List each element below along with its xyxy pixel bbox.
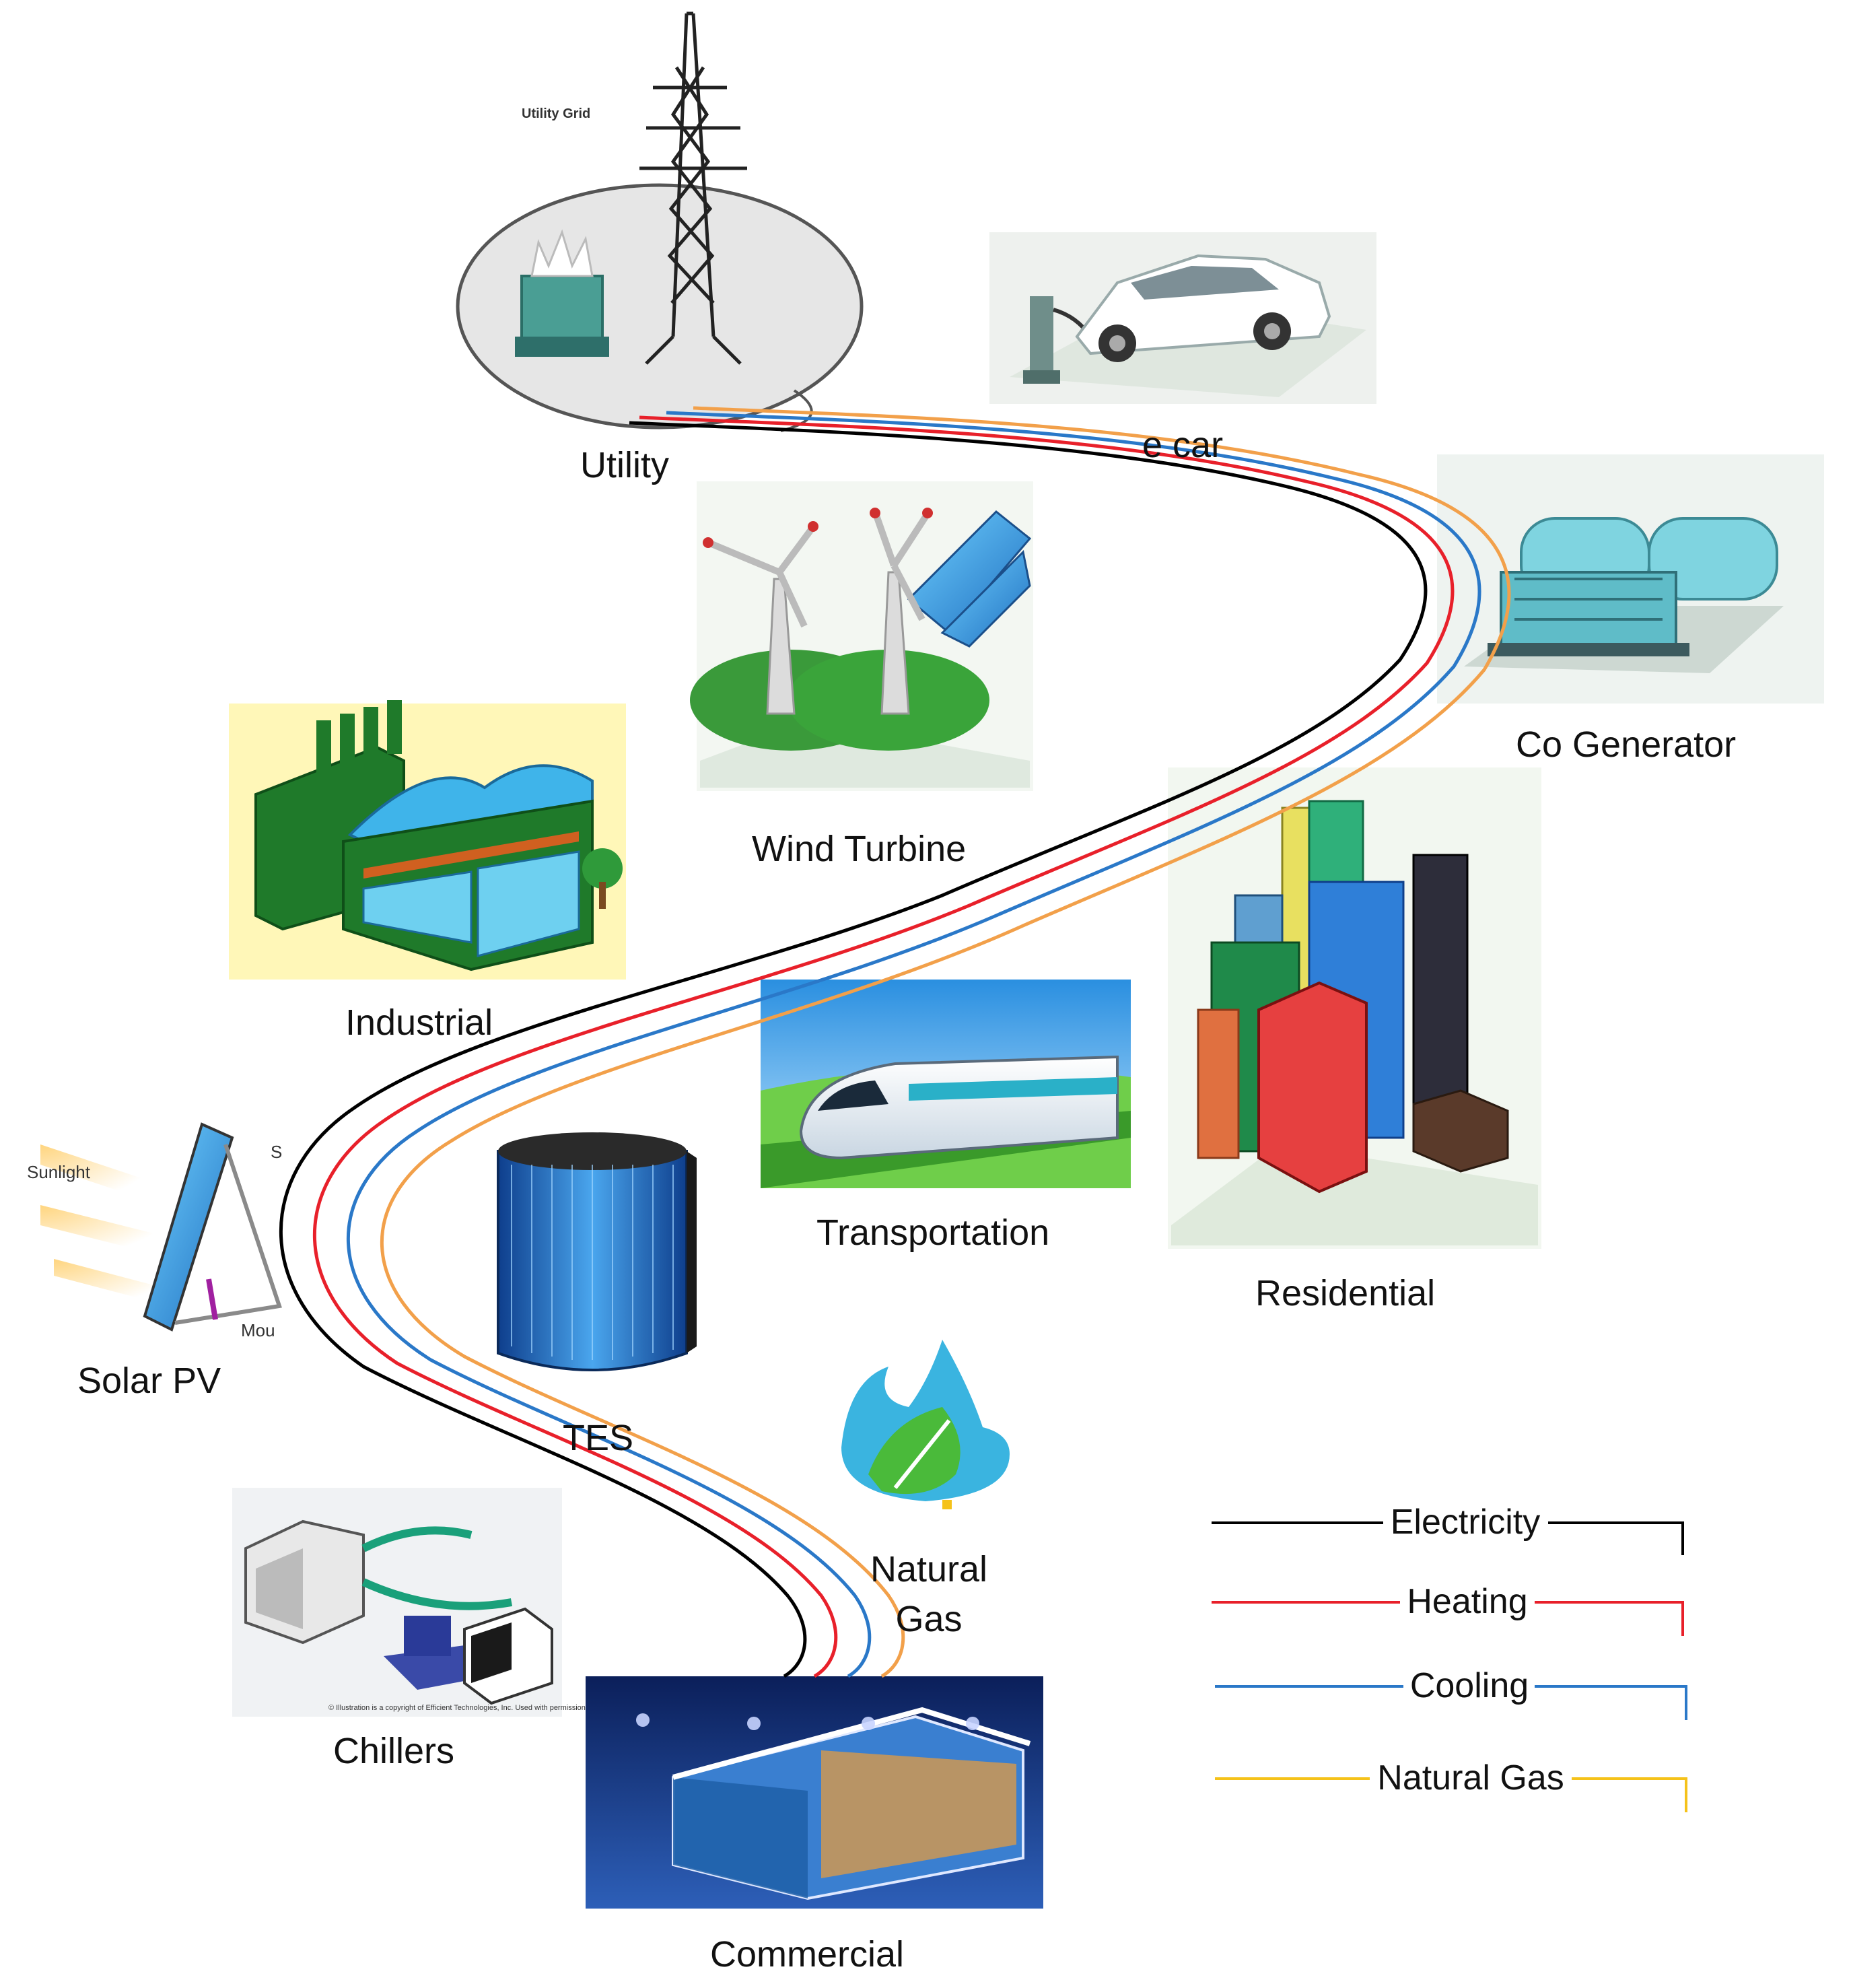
utility-label: Utility xyxy=(580,445,669,485)
transformer-icon xyxy=(515,229,609,357)
utility-grid-illustration: Utility Grid xyxy=(456,11,864,432)
cogenerator-label: Co Generator xyxy=(1516,724,1737,765)
buildings-icon xyxy=(1197,800,1509,1194)
natural-gas-label-line2: Gas xyxy=(895,1599,963,1639)
chillers-illustration: © Illustration is a copyright of Efficie… xyxy=(232,1488,588,1717)
commercial-label: Commercial xyxy=(710,1934,905,1975)
legend-natural-gas-label: Natural Gas xyxy=(1377,1758,1564,1797)
industrial-illustration xyxy=(229,700,626,980)
generator-icon xyxy=(1488,517,1778,656)
ecar-label: e car xyxy=(1142,425,1224,465)
factory-icon xyxy=(254,700,623,971)
ecar-illustration xyxy=(989,232,1376,404)
solar-panel-icon xyxy=(143,1122,282,1332)
natural-gas-illustration xyxy=(841,1340,1010,1509)
solar-pv-label: Solar PV xyxy=(77,1361,221,1401)
cooling-line xyxy=(346,411,1481,1678)
sunlight-tag: Sunlight xyxy=(27,1162,91,1182)
flame-leaf-icon xyxy=(841,1340,1010,1509)
chiller-copyright: © Illustration is a copyright of Efficie… xyxy=(328,1704,588,1712)
electric-car-icon xyxy=(1075,254,1331,362)
chillers-label: Chillers xyxy=(333,1731,455,1771)
transportation-label: Transportation xyxy=(816,1212,1050,1253)
wind-turbine-illustration xyxy=(690,481,1033,791)
natural-gas-label: Natural Gas xyxy=(855,1548,1003,1640)
natural-gas-label-line1: Natural xyxy=(870,1549,988,1589)
residential-illustration xyxy=(1168,767,1541,1249)
commercial-illustration xyxy=(586,1676,1043,1909)
legend-natural-gas: Natural Gas xyxy=(1215,1758,1687,1812)
solar-array-icon xyxy=(907,510,1032,648)
office-building-icon xyxy=(672,1707,1031,1900)
legend-electricity-label: Electricity xyxy=(1391,1503,1540,1542)
legend-heating: Heating xyxy=(1212,1582,1684,1636)
legend-cooling-label: Cooling xyxy=(1410,1666,1529,1705)
cogenerator-illustration xyxy=(1437,454,1824,704)
solar-pv-illustration: Sunlight S Mou xyxy=(27,1111,289,1340)
tes-label: TES xyxy=(563,1418,634,1458)
electricity-line xyxy=(279,421,1428,1678)
turbine-icon xyxy=(703,508,933,715)
natural-gas-line xyxy=(380,406,1511,1678)
wind-turbine-label: Wind Turbine xyxy=(752,829,967,869)
chiller-unit-icon xyxy=(244,1519,553,1705)
legend: Electricity Heating Cooling Natural Gas xyxy=(1212,1503,1687,1812)
train-icon xyxy=(799,1055,1119,1160)
tes-illustration xyxy=(488,1131,700,1380)
solar-s-tag: S xyxy=(271,1142,282,1162)
charging-station-icon xyxy=(1023,296,1092,384)
industrial-label: Industrial xyxy=(345,1002,493,1043)
transportation-illustration xyxy=(761,980,1131,1188)
transmission-tower-icon xyxy=(639,11,747,365)
residential-label: Residential xyxy=(1255,1273,1436,1313)
legend-electricity: Electricity xyxy=(1212,1503,1684,1555)
mount-tag: Mou xyxy=(241,1320,275,1340)
heating-line xyxy=(312,415,1455,1678)
legend-heating-label: Heating xyxy=(1407,1582,1527,1621)
legend-cooling: Cooling xyxy=(1215,1666,1687,1720)
logo-marks xyxy=(636,1713,979,1730)
energy-flow-lines xyxy=(279,406,1511,1678)
utility-grid-tag: Utility Grid xyxy=(522,106,590,121)
